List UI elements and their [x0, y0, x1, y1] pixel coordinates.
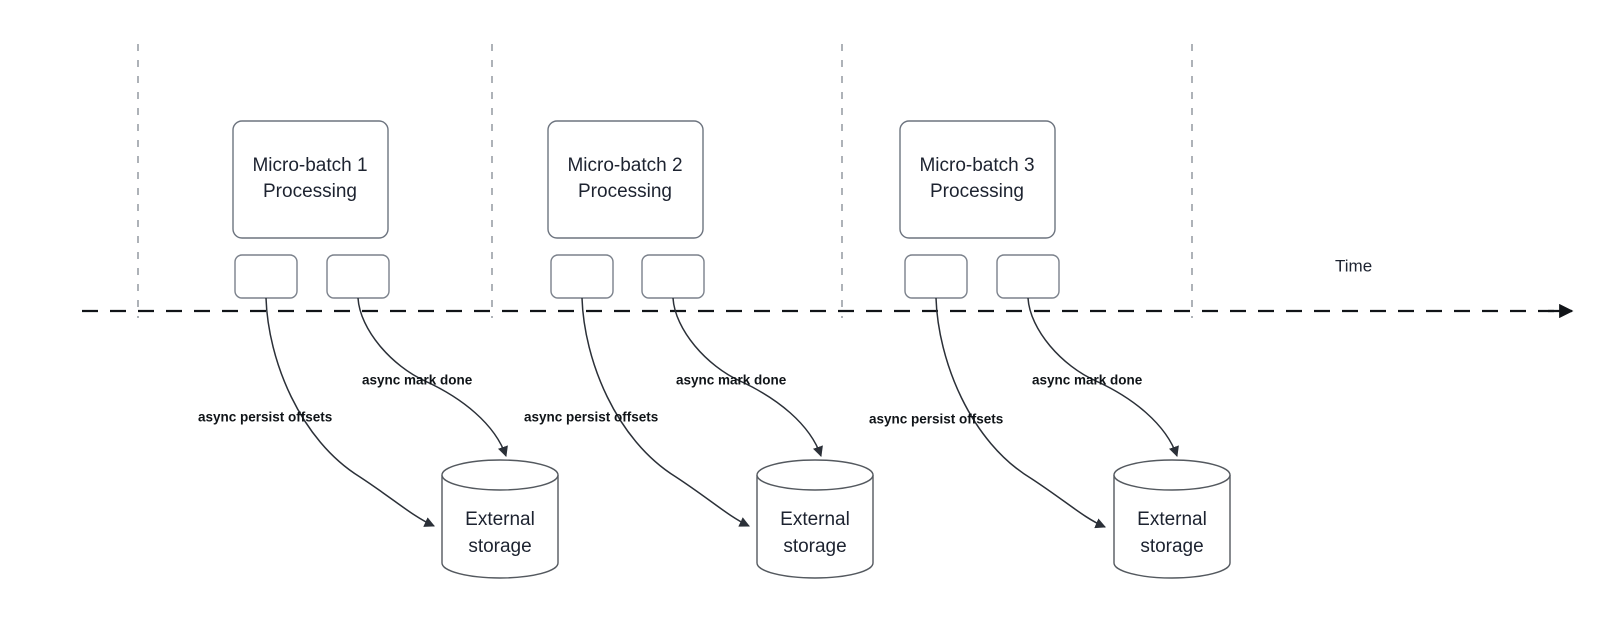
process-box-3[interactable] [899, 120, 1056, 239]
time-axis: Time [82, 256, 1574, 319]
time-axis-label: Time [1335, 256, 1372, 275]
edge-1-persist-offsets-label: async persist offsets [198, 410, 332, 425]
storage-2-top [756, 459, 874, 491]
edge-1-mark-done [357, 297, 508, 457]
edge-2-persist-offsets-label: async persist offsets [524, 410, 658, 425]
edge-2-persist-offsets [581, 297, 750, 527]
external-storage-2[interactable]: External storage [756, 459, 874, 579]
task-box-2-mark[interactable] [641, 254, 705, 299]
edge-1-mark-done-label: async mark done [362, 373, 473, 388]
storage-2-label-line2: storage [783, 536, 846, 557]
edge-3-mark-done [1027, 297, 1179, 457]
task-box-1-persist[interactable] [234, 254, 298, 299]
external-storage-3[interactable]: External storage [1113, 459, 1231, 579]
storage-3-label-line1: External [1137, 509, 1207, 530]
micro-batch-group-2: Micro-batch 2 Processing async persist o… [524, 120, 874, 579]
process-box-2-label-line2: Processing [578, 181, 672, 202]
task-box-3-mark[interactable] [996, 254, 1060, 299]
storage-1-top [441, 459, 559, 491]
edge-2-mark-done-label: async mark done [676, 373, 787, 388]
storage-3-top [1113, 459, 1231, 491]
process-box-1[interactable] [232, 120, 389, 239]
storage-1-body [441, 475, 559, 579]
external-storage-1[interactable]: External storage [441, 459, 559, 579]
process-box-2-label-line1: Micro-batch 2 [567, 155, 682, 176]
task-box-2-persist[interactable] [550, 254, 614, 299]
edge-3-mark-done-label: async mark done [1032, 373, 1143, 388]
edge-2-mark-done [672, 297, 823, 457]
task-box-3-persist[interactable] [904, 254, 968, 299]
storage-1-label-line2: storage [468, 536, 531, 557]
task-box-1-mark[interactable] [326, 254, 390, 299]
edge-3-persist-offsets-label: async persist offsets [869, 412, 1003, 427]
storage-1-label-line1: External [465, 509, 535, 530]
process-box-2[interactable] [547, 120, 704, 239]
storage-3-body [1113, 475, 1231, 579]
batch-boundaries [137, 44, 1193, 318]
process-box-1-label-line1: Micro-batch 1 [252, 155, 367, 176]
edge-1-persist-offsets [265, 297, 435, 527]
process-box-1-label-line2: Processing [263, 181, 357, 202]
storage-3-label-line2: storage [1140, 536, 1203, 557]
process-box-3-label-line1: Micro-batch 3 [919, 155, 1034, 176]
micro-batch-group-1: Micro-batch 1 Processing async persist o… [198, 120, 559, 579]
storage-2-label-line1: External [780, 509, 850, 530]
storage-2-body [756, 475, 874, 579]
edge-3-persist-offsets [935, 297, 1106, 529]
micro-batch-group-3: Micro-batch 3 Processing async persist o… [869, 120, 1231, 579]
process-box-3-label-line2: Processing [930, 181, 1024, 202]
